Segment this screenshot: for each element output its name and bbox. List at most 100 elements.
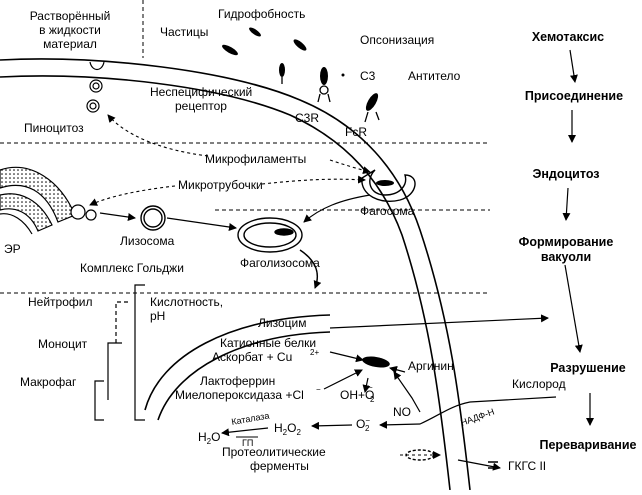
label-acidity-2: pH (150, 309, 165, 323)
dashed-arrows (89, 114, 441, 459)
stage-vacuole-2: вакуоли (541, 250, 591, 264)
label-oh: OH+O (340, 388, 374, 402)
pinocytosis-vesicles (86, 61, 105, 113)
phagosome-membrane (361, 169, 416, 202)
label-phagosome: Фагосома (360, 204, 415, 218)
label-microtubules: Микротрубочки (178, 178, 263, 192)
stage-digestion: Переваривание (540, 438, 637, 452)
label-pinocytosis: Пиноцитоз (24, 121, 84, 135)
bracket-monocyte (107, 342, 122, 400)
arrow-stage-3 (562, 187, 571, 221)
arrow-arginine (389, 365, 406, 374)
label-monocyte: Моноцит (38, 337, 88, 351)
vesicle-1 (89, 79, 103, 93)
bracket-neutrophil (115, 301, 128, 345)
er-band-2 (0, 193, 53, 232)
label-c3: C3 (360, 69, 376, 83)
arrow-cationic (329, 351, 364, 363)
phagolysosome-inner (243, 222, 297, 248)
lysosome-inner (143, 208, 163, 228)
label-dissolved-3: материал (43, 37, 97, 51)
er-bud-2 (85, 209, 97, 221)
cell-membrane (0, 58, 471, 491)
label-particles: Частицы (160, 25, 208, 39)
mhc-marker (488, 461, 498, 469)
label-mpo: Миелопероксидаза +Cl (175, 388, 304, 402)
fcr-receptor (364, 111, 380, 123)
label-cl-sup: − (316, 385, 321, 394)
arrow-er-lysosome (99, 212, 136, 221)
c3r-legs (317, 93, 331, 103)
label-acidity-1: Кислотность, (150, 295, 223, 309)
arrow-lysosome-phagolysosome (166, 217, 237, 231)
section-dividers (0, 0, 490, 294)
phagosome-cup (361, 169, 416, 202)
label-cationic-2: Аскорбат + Cu (212, 350, 292, 364)
lysosome-outer (140, 205, 166, 231)
arrow-stage-1 (569, 49, 578, 83)
arrow-phagosome-phagolysosome (303, 194, 371, 223)
label-microfilaments: Микрофиламенты (205, 152, 306, 166)
label-h2o: H2O (198, 430, 220, 446)
arrow-microtubules-er (89, 185, 176, 206)
stage-vacuole-1: Формирование (519, 235, 614, 249)
label-c3r: C3R (295, 111, 319, 125)
arrow-to-destruction (299, 249, 322, 289)
er-edge (0, 213, 33, 235)
particle-2 (249, 27, 261, 37)
particle-c3 (320, 67, 328, 85)
stage-endocytosis: Эндоцитоз (532, 167, 599, 181)
label-lysozyme: Лизоцим (258, 316, 306, 330)
stage-chemotaxis: Хемотаксис (532, 30, 604, 44)
label-neutrophil: Нейтрофил (28, 295, 92, 309)
label-opsonization: Опсонизация (360, 33, 434, 47)
arrow-oh-particle (362, 377, 371, 393)
vesicles (140, 205, 435, 461)
labels: Растворённый в жидкости материал Частицы… (4, 7, 566, 473)
vacuole-membrane-2 (157, 331, 331, 421)
c3r-receptor (319, 85, 329, 95)
bracket-main (134, 284, 145, 421)
particle-destroyed (362, 356, 390, 368)
label-golgi: Комплекс Гольджи (80, 261, 184, 275)
label-no: NO (393, 405, 411, 419)
label-oh-sub: 2 (370, 395, 375, 404)
label-o2: O−2 (356, 416, 370, 433)
arrows (99, 49, 594, 471)
particle-3 (293, 39, 307, 51)
er (0, 166, 97, 235)
particle-antibody (365, 93, 379, 111)
outer-membrane (0, 58, 471, 491)
stage-destruction: Разрушение (550, 361, 626, 375)
label-nadph: НАДФ-Н (459, 406, 495, 427)
phagolysosome-particle (274, 228, 294, 236)
arrow-microfilaments-pinocytosis (107, 114, 209, 157)
arrow-mpo (323, 369, 363, 390)
label-dissolved-1: Растворённый (30, 9, 111, 23)
label-arginine: Аргинин (408, 359, 454, 373)
label-proteolytic-1: Протеолитические (222, 445, 326, 459)
particle-hydrophobic (279, 63, 285, 77)
particle-1 (222, 44, 238, 56)
particle-phagosome (376, 180, 394, 186)
inner-membrane (0, 75, 451, 491)
label-gp: ГП (242, 438, 253, 448)
label-cationic-1: Катионные белки (220, 336, 316, 350)
label-receptor-2: рецептор (175, 99, 227, 113)
arrow-lysozyme-destruction (329, 314, 549, 329)
label-macrophage: Макрофаг (20, 375, 77, 389)
label-hydrophobicity: Гидрофобность (218, 7, 305, 21)
arrow-mhc (457, 459, 501, 471)
label-er: ЭР (4, 242, 21, 256)
arrow-microtubules-phagosome (261, 175, 366, 185)
particles (222, 27, 394, 368)
vacuole-membrane-1 (144, 314, 331, 411)
membrane-invagination (89, 61, 105, 71)
label-fcr: FcR (345, 125, 367, 139)
stage-attachment: Присоединение (525, 89, 623, 103)
label-phagolysosome: Фаголизосома (240, 256, 320, 270)
label-antibody: Антитело (408, 69, 461, 83)
arrow-oxygen (379, 396, 557, 429)
